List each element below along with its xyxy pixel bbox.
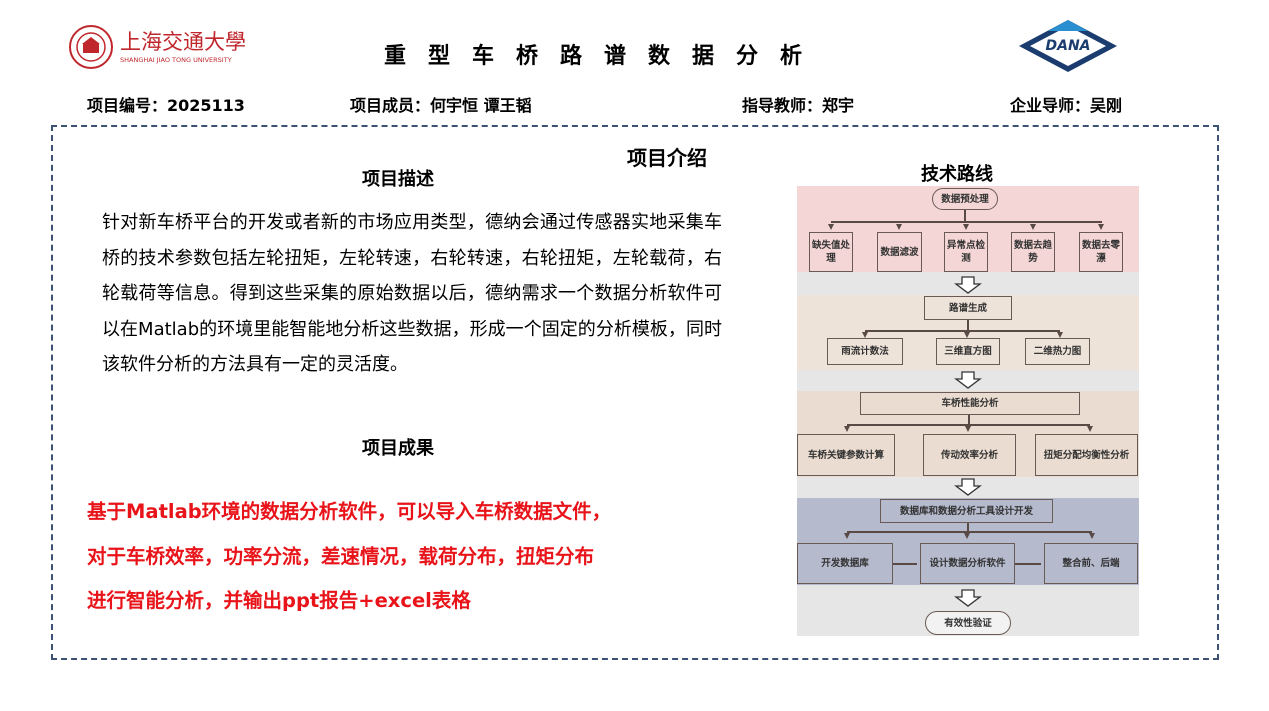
- node-2d-heatmap: 二维热力图: [1025, 338, 1090, 365]
- sjtu-logo: 上海交通大學 SHANGHAI JIAO TONG UNIVERSITY: [68, 24, 246, 70]
- node-torque-balance: 扭矩分配均衡性分析: [1035, 434, 1138, 476]
- down-arrow-icon: [954, 589, 982, 607]
- node-preprocessing: 数据预处理: [932, 188, 998, 210]
- section-title: 项目介绍: [627, 146, 707, 170]
- logo-text: 上海交通大學: [120, 30, 246, 54]
- page-title: 重型车桥路谱数据分析: [384, 44, 825, 69]
- node-spectrum-generation: 路谱生成: [924, 296, 1012, 320]
- stage-development: [797, 498, 1139, 585]
- down-arrow-icon: [954, 478, 982, 496]
- node-integration: 整合前、后端: [1044, 543, 1138, 584]
- node-tool-development: 数据库和数据分析工具设计开发: [880, 499, 1053, 523]
- logo-subtext: SHANGHAI JIAO TONG UNIVERSITY: [120, 56, 232, 64]
- result-line: 基于Matlab环境的数据分析软件，可以导入车桥数据文件，: [87, 500, 612, 523]
- project-results: 基于Matlab环境的数据分析软件，可以导入车桥数据文件， 对于车桥效率，功率分…: [87, 490, 611, 624]
- project-members: 项目成员：何宇恒 谭王韬: [350, 96, 532, 115]
- node-software: 设计数据分析软件: [920, 543, 1015, 584]
- down-arrow-icon: [954, 276, 982, 294]
- node-efficiency: 传动效率分析: [923, 434, 1016, 476]
- node-missing-values: 缺失值处理: [809, 232, 853, 272]
- description-heading: 项目描述: [362, 169, 434, 190]
- dana-logo: DANA: [1018, 19, 1118, 73]
- project-number: 项目编号：2025113: [87, 96, 245, 115]
- down-arrow-icon: [954, 371, 982, 389]
- project-description: 针对新车桥平台的开发或者新的市场应用类型，德纳会通过传感器实地采集车桥的技术参数…: [102, 212, 722, 375]
- node-filtering: 数据滤波: [877, 232, 922, 272]
- node-rainflow: 雨流计数法: [827, 338, 903, 365]
- industry-mentor: 企业导师：吴刚: [1010, 96, 1123, 115]
- result-line: 对于车桥效率，功率分流，差速情况，载荷分布，扭矩分布: [87, 544, 595, 568]
- content-frame: [51, 125, 1219, 660]
- node-key-parameters: 车桥关键参数计算: [797, 434, 895, 476]
- result-line: 进行智能分析，并输出ppt报告+excel表格: [87, 589, 471, 612]
- node-detrend: 数据去趋势: [1011, 232, 1055, 272]
- sjtu-seal-icon: [69, 25, 113, 69]
- node-zero-drift: 数据去零漂: [1079, 232, 1123, 272]
- node-outlier-detection: 异常点检测: [944, 232, 988, 272]
- results-heading: 项目成果: [362, 438, 434, 459]
- node-validation: 有效性验证: [925, 611, 1011, 635]
- advisor: 指导教师：郑宇: [742, 96, 855, 115]
- node-axle-performance: 车桥性能分析: [860, 392, 1080, 415]
- roadmap-heading: 技术路线: [921, 164, 993, 185]
- tech-roadmap-flowchart: 数据预处理 缺失值处理 数据滤波 异常点检测 数据去趋势 数据去零漂 路谱生成 …: [797, 186, 1139, 636]
- dana-logo-text: DANA: [1045, 38, 1091, 54]
- node-3d-histogram: 三维直方图: [936, 338, 1000, 365]
- node-database: 开发数据库: [797, 543, 893, 584]
